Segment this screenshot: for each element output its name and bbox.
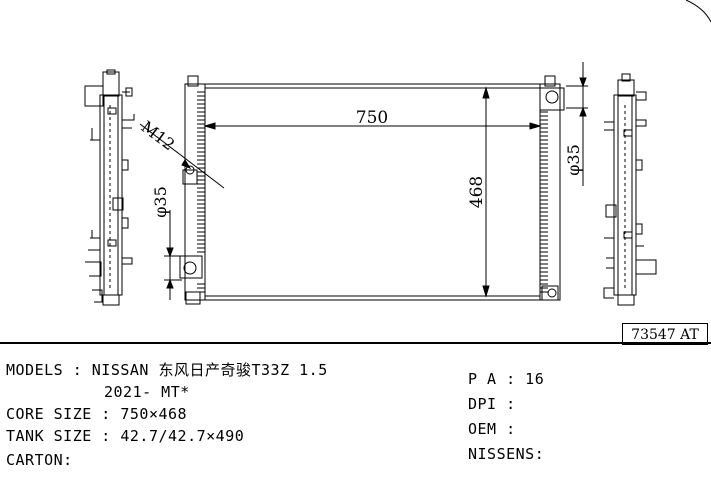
left-tank [179,75,206,305]
section-divider [0,342,711,344]
dpi-value: DPI : [468,395,516,413]
tank-size: TANK SIZE : 42.7/42.7×490 [6,427,245,445]
core-size: CORE SIZE : 750×468 [6,405,188,423]
models-line-1: MODELS : NISSAN 东风日产奇骏T33Z 1.5 [6,361,328,379]
right-tank-ribs [540,111,548,293]
height-dimension: 468 [467,86,490,298]
oem-value: OEM : [468,420,516,438]
width-dimension: 750 [203,108,542,130]
dim-width-label: 750 [356,108,388,128]
nissens-value: NISSENS: [468,445,545,463]
dim-d35-left-label: φ35 [151,186,170,218]
left-side-view [84,69,135,306]
left-tank-ribs [197,91,205,293]
right-pipe-dimension: φ35 [564,62,588,186]
left-pipe-dimension: φ35 [151,186,182,300]
part-code-box: 73547 AT [622,323,708,345]
corner-arc [685,0,711,23]
dim-d35-right-label: φ35 [564,144,583,176]
radiator-technical-drawing: 750 468 M12 φ35 φ35 [84,0,711,306]
carton: CARTON: [6,451,73,469]
right-side-view [603,73,657,306]
models-line-2: 2021- MT* [104,383,190,401]
dim-height-label: 468 [467,176,487,208]
pa-value: P A : 16 [468,370,545,388]
